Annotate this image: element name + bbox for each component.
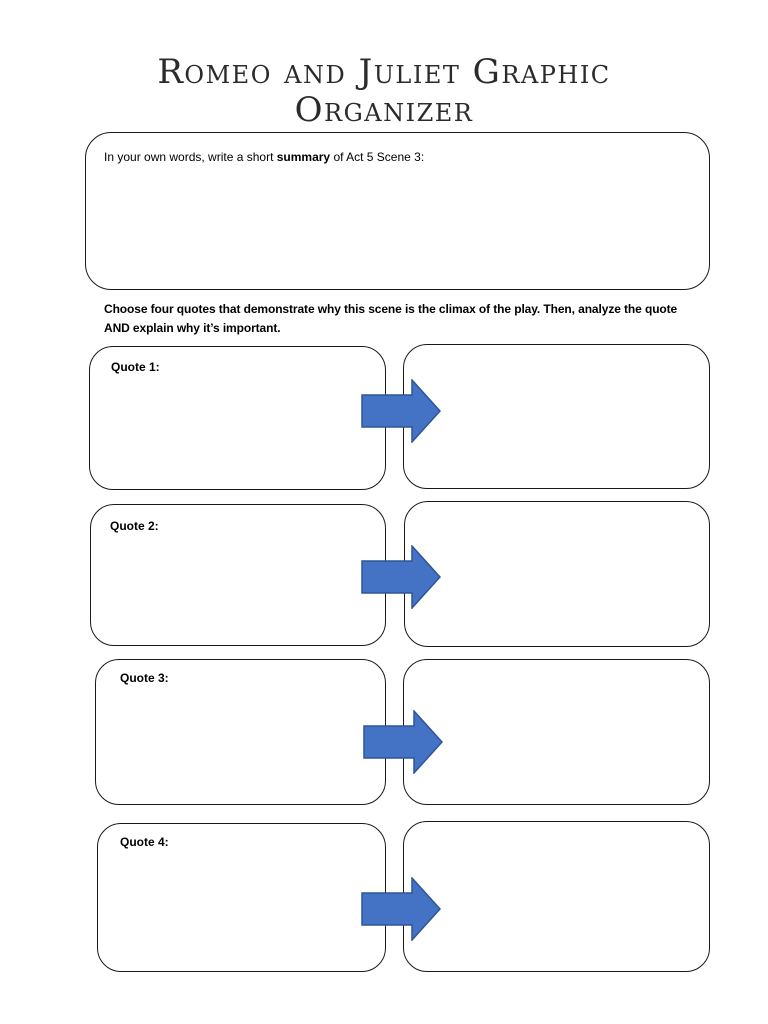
right-arrow-icon bbox=[361, 379, 441, 443]
quote-4-label: Quote 4: bbox=[120, 835, 169, 849]
analysis-4-box[interactable] bbox=[403, 821, 710, 972]
summary-prompt: In your own words, write a short summary… bbox=[104, 150, 424, 164]
page-title-line-1: Romeo and Juliet Graphic bbox=[157, 52, 611, 92]
quote-2-label: Quote 2: bbox=[110, 519, 159, 533]
right-arrow-icon bbox=[361, 545, 441, 609]
right-arrow-icon bbox=[363, 710, 443, 774]
summary-prompt-start: In your own words, write a short bbox=[104, 150, 277, 164]
summary-prompt-end: of Act 5 Scene 3: bbox=[330, 150, 425, 164]
analysis-3-box[interactable] bbox=[403, 659, 710, 805]
page-title-line-2: Organizer bbox=[294, 90, 474, 130]
summary-box[interactable]: In your own words, write a short summary… bbox=[85, 132, 710, 290]
quote-3-box[interactable]: Quote 3: bbox=[95, 659, 386, 805]
quote-4-box[interactable]: Quote 4: bbox=[97, 823, 386, 972]
quote-instructions: Choose four quotes that demonstrate why … bbox=[104, 302, 678, 335]
quote-2-box[interactable]: Quote 2: bbox=[90, 504, 386, 646]
right-arrow-icon bbox=[361, 877, 441, 941]
analysis-1-box[interactable] bbox=[403, 344, 710, 489]
quote-3-label: Quote 3: bbox=[120, 671, 169, 685]
quote-1-box[interactable]: Quote 1: bbox=[89, 346, 386, 490]
analysis-2-box[interactable] bbox=[404, 501, 710, 647]
summary-prompt-keyword: summary bbox=[276, 150, 331, 164]
quote-1-label: Quote 1: bbox=[111, 360, 160, 374]
